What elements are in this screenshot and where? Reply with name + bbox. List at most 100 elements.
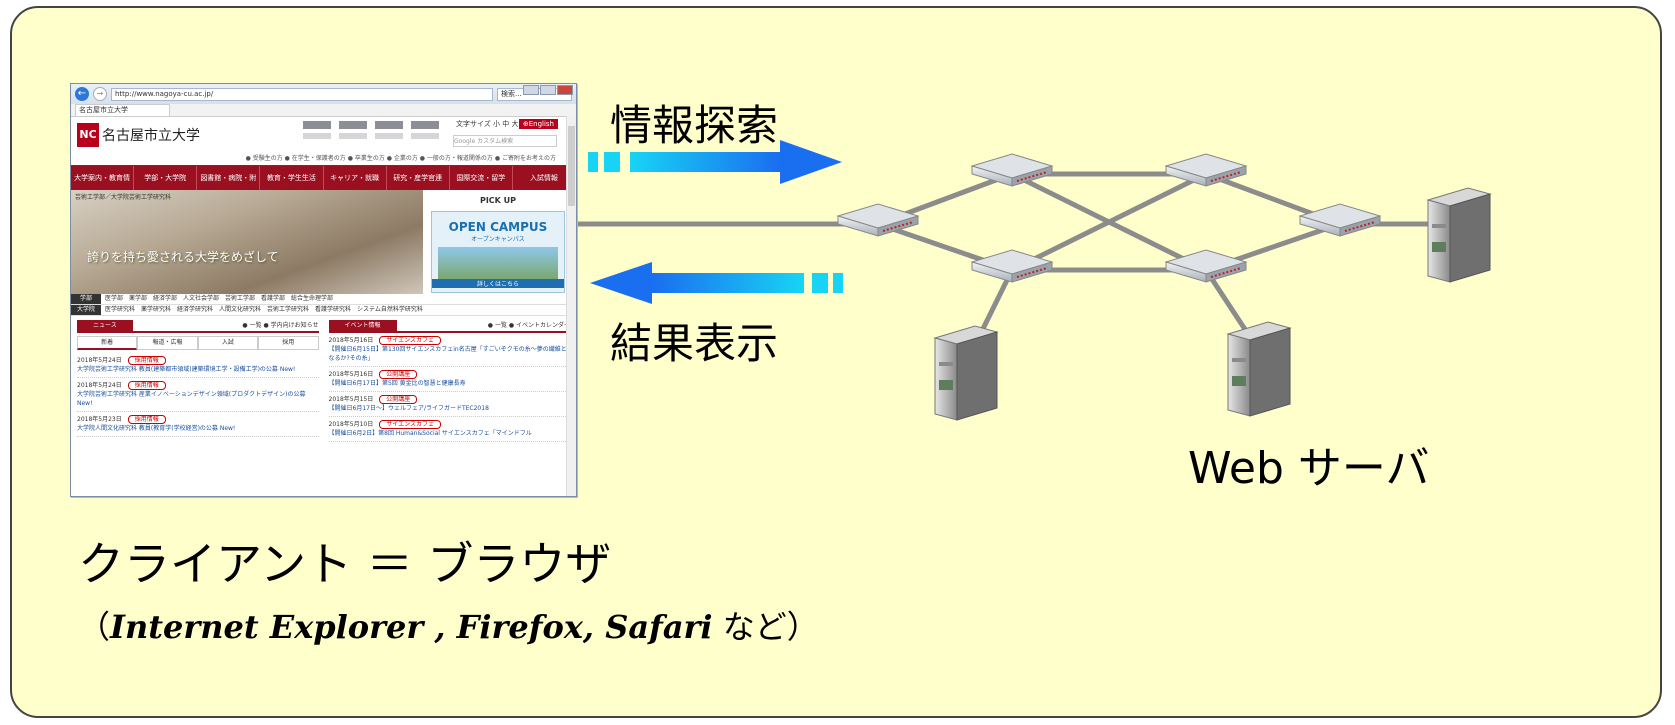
server-icon xyxy=(933,325,999,421)
browser-address-bar: ← → http://www.nagoya-cu.ac.jp/ 検索... xyxy=(71,84,576,104)
nav-item[interactable]: キャリア・就職 xyxy=(324,166,387,190)
search-label: 情報探索 xyxy=(610,101,779,150)
browser-examples-open: （ xyxy=(78,608,111,646)
router-icon xyxy=(1164,153,1248,187)
event-item[interactable]: 2018年5月15日公開講座 【開催日6月17日～】ウェルフェア/ライフガードT… xyxy=(328,392,570,417)
client-label: クライアント ＝ ブラウザ xyxy=(78,537,612,591)
news-item[interactable]: 2018年5月24日採用情報 大学院芸術工学研究科 産業イノベーションデザイン領… xyxy=(77,378,319,412)
sitemap-icon[interactable] xyxy=(411,121,439,139)
router-icon xyxy=(1164,249,1248,283)
event-link[interactable]: 【開催日6月15日】第130回サイエンスカフェin名古屋「すごいぞクモの糸～夢の… xyxy=(328,346,567,362)
minimize-icon[interactable] xyxy=(523,85,539,95)
news-tab[interactable]: 報道・広報 xyxy=(137,336,198,350)
graduate-links[interactable]: 医学研究科 薬学研究科 経済学研究科 人間文化研究科 芸術工学研究科 看護学研究… xyxy=(105,306,423,313)
tab-active[interactable]: 名古屋市立大学 xyxy=(75,104,170,116)
nav-item[interactable]: 研究・産学官連携・社会貢献 xyxy=(387,166,450,190)
close-icon[interactable] xyxy=(557,85,573,95)
mail-icon[interactable] xyxy=(339,121,367,139)
news-tag: 採用情報 xyxy=(127,415,166,424)
details-button[interactable]: 詳しくはこちら xyxy=(432,279,564,288)
news-tag: 採用情報 xyxy=(127,381,166,390)
open-campus-banner[interactable]: OPEN CAMPUS オープンキャンパス 詳しくはこちら xyxy=(431,211,565,293)
audience-nav[interactable]: ● 受験生の方 ● 在学生・保護者の方 ● 卒業生の方 ● 企業の方 ● 一般の… xyxy=(245,155,556,162)
news-date: 2018年5月24日 xyxy=(77,357,122,364)
event-title: イベント情報 xyxy=(328,320,397,331)
url-field[interactable]: http://www.nagoya-cu.ac.jp/ xyxy=(111,87,493,101)
pickup-panel: PICK UP OPEN CAMPUS オープンキャンパス 詳しくはこちら xyxy=(423,190,573,294)
browser-examples-tail: など） xyxy=(722,608,819,646)
news-header: ニュース ● 一覧 ● 学内向けお知らせ xyxy=(77,320,319,333)
browser-screenshot: ← → http://www.nagoya-cu.ac.jp/ 検索... 名古… xyxy=(70,83,577,497)
router-icon xyxy=(836,203,920,237)
link-router-server xyxy=(1203,268,1255,342)
event-link[interactable]: 【開催日6月17日】第5回 黄金比の智慧と健康長寿 xyxy=(328,380,466,387)
server-icon xyxy=(1426,187,1492,283)
nav-item[interactable]: 教育・学生生活 xyxy=(260,166,324,190)
site-header: NC 名古屋市立大学 文字サイズ 小 中 大 ⊕English Google カ… xyxy=(71,117,576,153)
event-date: 2018年5月16日 xyxy=(328,337,374,344)
response-arrow xyxy=(590,262,843,304)
event-link[interactable]: 【開催日6月17日～】ウェルフェア/ライフガードTEC2018 xyxy=(328,405,489,412)
site-name: 名古屋市立大学 xyxy=(102,128,200,144)
main-nav: 大学案内・教育情報の公表 学部・大学院 図書館・病院・附属施設 教育・学生生活 … xyxy=(71,165,576,190)
nav-item[interactable]: 大学案内・教育情報の公表 xyxy=(71,166,135,190)
header-utility-icons xyxy=(303,121,439,139)
browser-examples: （Internet Explorer , Firefox, Safari など） xyxy=(78,602,819,648)
news-tab[interactable]: 新着 xyxy=(77,336,138,350)
event-date: 2018年5月10日 xyxy=(328,421,374,428)
news-item[interactable]: 2018年5月24日採用情報 大学院芸術工学研究科 教員(建築都市領域)建築環境… xyxy=(77,353,319,378)
scrollbar[interactable] xyxy=(566,116,576,496)
event-tag: サイエンスカフェ xyxy=(379,420,442,429)
event-link[interactable]: 【開催日6月2日】第8回 Human&Social サイエンスカフェ「マインドフ… xyxy=(328,430,532,437)
server-icon xyxy=(1226,321,1292,417)
news-more-link[interactable]: ● 一覧 ● 学内向けお知らせ xyxy=(242,322,319,329)
router-icon xyxy=(970,153,1054,187)
news-link[interactable]: 大学院人間文化研究科 教員(教育学(学校経営)の公募 New! xyxy=(77,425,236,432)
news-tag: 採用情報 xyxy=(127,356,166,365)
english-button[interactable]: ⊕English xyxy=(518,119,558,129)
news-link[interactable]: 大学院芸術工学研究科 産業イノベーションデザイン領域(プロダクトデザイン)の公募… xyxy=(77,391,306,407)
news-tab[interactable]: 入試 xyxy=(197,336,259,350)
news-date: 2018年5月23日 xyxy=(77,416,122,423)
faculty-row: 学部 医学部 薬学部 経済学部 人文社会学部 芸術工学部 看護学部 総合生命理学… xyxy=(71,294,576,305)
event-tag: 公開講座 xyxy=(379,370,418,379)
news-link[interactable]: 大学院芸術工学研究科 教員(建築都市領域)建築環境工学・設備工学)の公募 New… xyxy=(77,366,296,373)
hero-image: 芸術工学部／大学院芸術工学研究科 誇りを持ち愛される大学をめざして xyxy=(71,190,423,294)
router-icon xyxy=(970,249,1054,283)
scrollbar-thumb[interactable] xyxy=(568,126,575,206)
event-tag: 公開講座 xyxy=(379,395,418,404)
news-item[interactable]: 2018年5月23日採用情報 大学院人間文化研究科 教員(教育学(学校経営)の公… xyxy=(77,412,319,437)
brochure-icon[interactable] xyxy=(303,121,331,139)
graduate-row: 大学院 医学研究科 薬学研究科 経済学研究科 人間文化研究科 芸術工学研究科 看… xyxy=(71,305,576,316)
news-date: 2018年5月24日 xyxy=(77,382,122,389)
logo-mark: NC xyxy=(77,123,99,147)
hero-copy: 誇りを持ち愛される大学をめざして xyxy=(87,250,279,264)
back-icon[interactable]: ← xyxy=(75,87,89,101)
event-item[interactable]: 2018年5月10日サイエンスカフェ 【開催日6月2日】第8回 Human&So… xyxy=(328,417,570,442)
faculty-tag: 学部 xyxy=(71,294,101,304)
site-search-input[interactable]: Google カスタム検索 xyxy=(453,135,557,147)
site-logo[interactable]: NC 名古屋市立大学 xyxy=(77,123,200,147)
pickup-title: PICK UP xyxy=(479,196,517,205)
event-tag: サイエンスカフェ xyxy=(379,336,442,345)
news-title: ニュース xyxy=(77,320,133,331)
access-icon[interactable] xyxy=(375,121,403,139)
faculty-links[interactable]: 医学部 薬学部 経済学部 人文社会学部 芸術工学部 看護学部 総合生命理学部 xyxy=(105,295,334,302)
nav-item[interactable]: 国際交流・留学 xyxy=(450,166,513,190)
maximize-icon[interactable] xyxy=(540,85,556,95)
nav-item[interactable]: 学部・大学院 xyxy=(134,166,198,190)
nav-item[interactable]: 図書館・病院・附属施設 xyxy=(197,166,261,190)
text-size-control[interactable]: 文字サイズ 小 中 大 xyxy=(456,120,519,128)
news-tabs: 新着 報道・広報 入試 採用 xyxy=(77,336,319,350)
event-item[interactable]: 2018年5月16日サイエンスカフェ 【開催日6月15日】第130回サイエンスカ… xyxy=(328,333,570,367)
event-item[interactable]: 2018年5月16日公開講座 【開催日6月17日】第5回 黄金比の智慧と健康長寿 xyxy=(328,367,570,392)
forward-icon[interactable]: → xyxy=(93,87,107,101)
open-campus-subtitle: オープンキャンパス xyxy=(471,236,525,243)
browser-names: Internet Explorer , Firefox, Safari xyxy=(110,608,713,646)
news-tab[interactable]: 採用 xyxy=(258,336,319,350)
event-date: 2018年5月16日 xyxy=(328,371,374,378)
open-campus-title: OPEN CAMPUS xyxy=(448,220,548,234)
hero-section: 芸術工学部／大学院芸術工学研究科 誇りを持ち愛される大学をめざして PICK U… xyxy=(71,190,576,294)
event-more-link[interactable]: ● 一覧 ● イベントカレンダー xyxy=(487,322,570,329)
